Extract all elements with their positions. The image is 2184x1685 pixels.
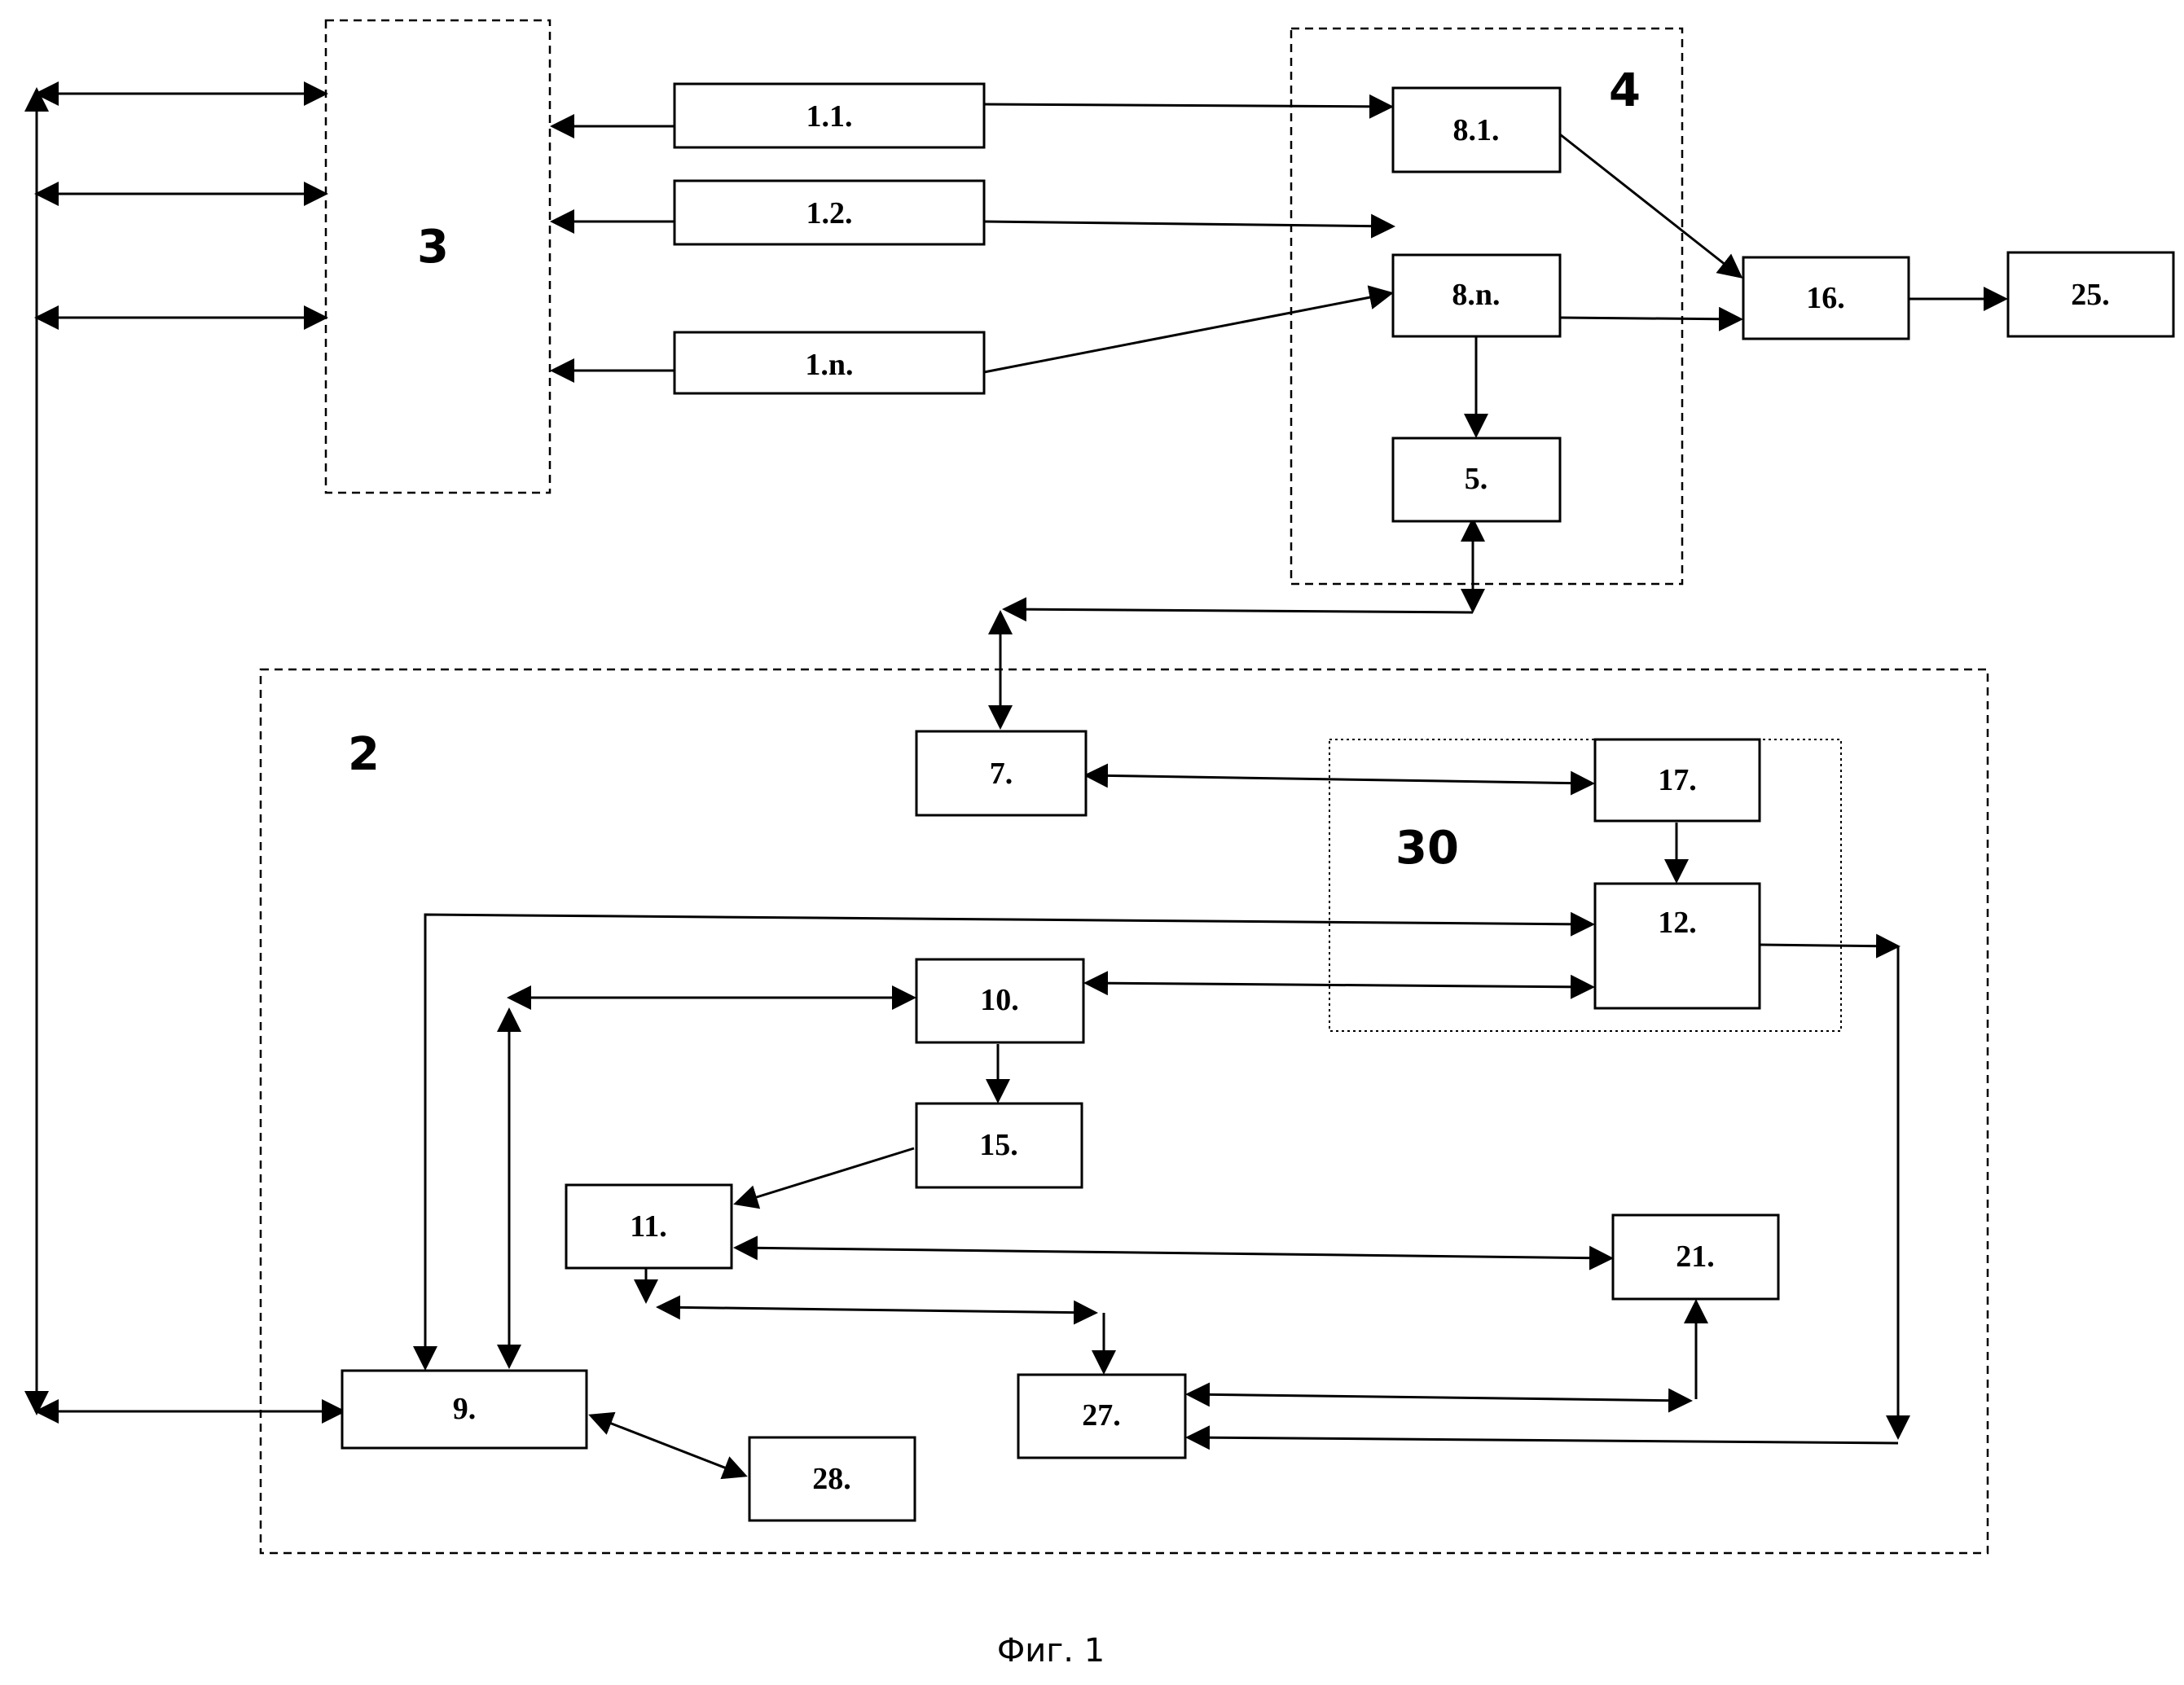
8-1-to-16: [1560, 134, 1741, 277]
right-bus-to-27: [1188, 1437, 1898, 1443]
group-3-label: 3: [417, 221, 449, 274]
block-5[interactable]: 5.: [1393, 438, 1560, 521]
block-1-2-label: 1.2.: [806, 196, 853, 230]
8-n-to-16: [1560, 318, 1741, 319]
block-15[interactable]: 15.: [916, 1104, 1082, 1187]
10-to-12: [1086, 983, 1593, 987]
block-11[interactable]: 11.: [566, 1185, 732, 1268]
1-n-to-8-n: [984, 293, 1391, 372]
block-27[interactable]: 27.: [1018, 1375, 1185, 1458]
block-10-label: 10.: [980, 983, 1019, 1017]
block-15-label: 15.: [979, 1128, 1018, 1162]
block-10[interactable]: 10.: [916, 959, 1083, 1042]
block-16[interactable]: 16.: [1743, 257, 1909, 339]
15-to-11: [736, 1148, 914, 1204]
block-1-n[interactable]: 1.n.: [675, 332, 984, 393]
block-28-label: 28.: [812, 1462, 851, 1496]
group-4-label: 4: [1609, 64, 1641, 117]
1-1-to-8-1: [984, 104, 1391, 107]
block-16-label: 16.: [1806, 281, 1845, 315]
block-7-label: 7.: [990, 757, 1013, 791]
block-9[interactable]: 9.: [342, 1371, 587, 1448]
block-1-1[interactable]: 1.1.: [675, 84, 984, 147]
figure-caption: Фиг. 1: [997, 1632, 1105, 1670]
block-21[interactable]: 21.: [1613, 1215, 1778, 1299]
block-25[interactable]: 25.: [2008, 252, 2173, 336]
11-to-21: [736, 1248, 1611, 1258]
7-to-17: [1086, 775, 1593, 783]
block-27-label: 27.: [1082, 1398, 1121, 1433]
block-17-label: 17.: [1658, 763, 1697, 797]
block-5-label: 5.: [1465, 462, 1488, 496]
27-to-21-horizontal: [1188, 1394, 1690, 1401]
12-to-27: [1760, 945, 1898, 946]
block-21-label: 21.: [1676, 1240, 1715, 1274]
block-8-n-label: 8.n.: [1452, 278, 1500, 312]
group-2-label: 2: [348, 728, 380, 781]
block-1-1-label: 1.1.: [806, 99, 853, 134]
9-to-28: [591, 1415, 745, 1476]
block-28[interactable]: 28.: [749, 1437, 915, 1520]
block-12-label: 12.: [1658, 906, 1697, 940]
block-25-label: 25.: [2071, 278, 2110, 312]
block-11-label: 11.: [630, 1209, 666, 1244]
11-to-27-horizontal: [658, 1307, 1096, 1313]
block-8-1-label: 8.1.: [1453, 113, 1500, 147]
group-30-label: 30: [1395, 822, 1459, 875]
1-2-to-4: [984, 222, 1393, 226]
block-8-n[interactable]: 8.n.: [1393, 255, 1560, 336]
block-12[interactable]: 12.: [1595, 884, 1760, 1008]
block-8-1[interactable]: 8.1.: [1393, 88, 1560, 172]
block-9-label: 9.: [453, 1392, 477, 1426]
block-1-n-label: 1.n.: [805, 348, 853, 382]
block-7[interactable]: 7.: [916, 731, 1086, 815]
5-to-7-horizontal: [1004, 609, 1473, 612]
block-1-2[interactable]: 1.2.: [675, 181, 984, 244]
block-17[interactable]: 17.: [1595, 739, 1760, 821]
